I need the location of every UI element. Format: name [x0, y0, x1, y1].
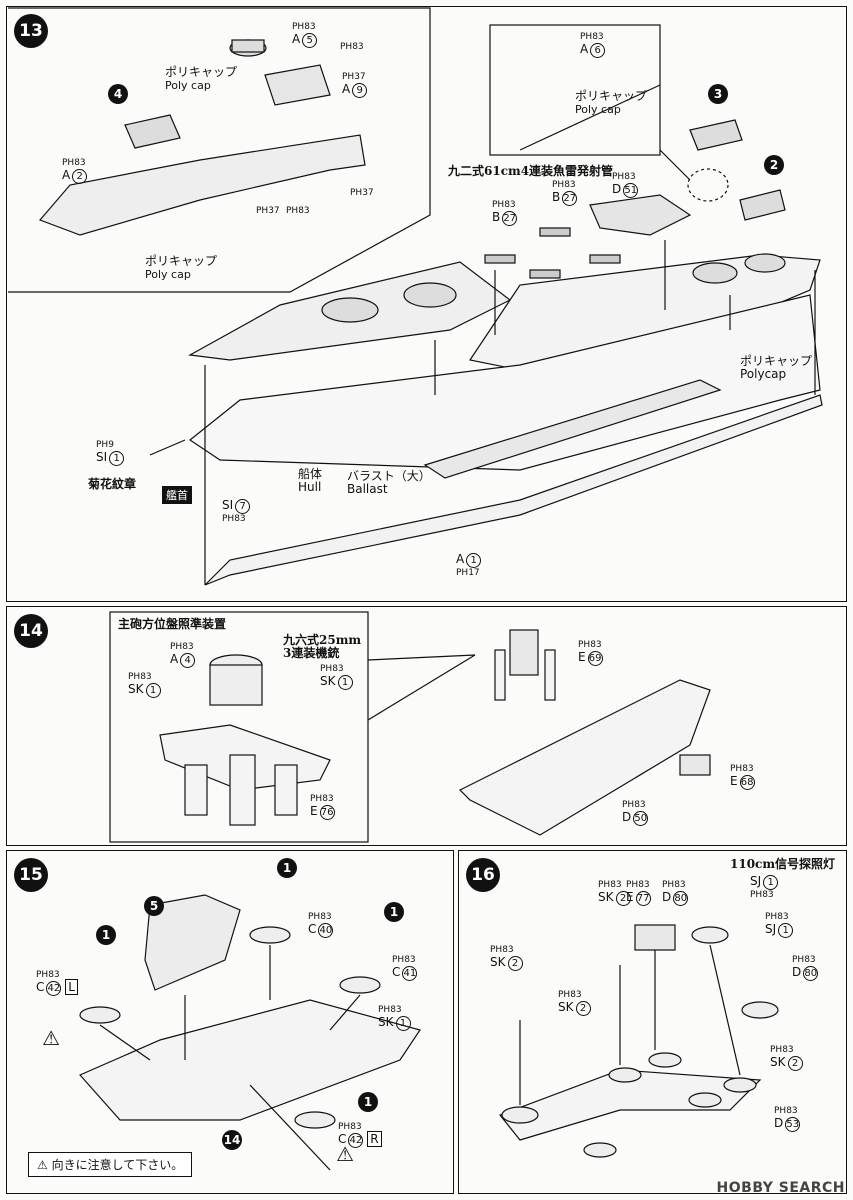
step-badge-15: 15	[14, 858, 48, 892]
step13-panel	[6, 6, 847, 602]
sub-step-4: 4	[108, 84, 128, 104]
forward-deck-inset	[38, 134, 366, 236]
poly-cap-jp: ポリキャップ	[145, 254, 218, 268]
page-ref-83a: PH83	[340, 42, 364, 52]
ballast-plate	[423, 379, 722, 479]
sub-step-1d: 1	[358, 1092, 378, 1112]
superstructure-deck	[458, 679, 711, 836]
step-badge-14: 14	[14, 614, 48, 648]
step13-inset-frame	[8, 7, 431, 293]
step-badge-13: 13	[14, 14, 48, 48]
hull	[188, 294, 821, 471]
poly-cap-en: Poly cap	[145, 268, 191, 281]
sub-step-3: 3	[708, 84, 728, 104]
torpedo-launcher-title: 九二式61cm4連装魚雷発射管	[448, 164, 614, 178]
sub-step-5: 5	[144, 896, 164, 916]
hull-label: 船体 Hull	[298, 468, 322, 494]
aa-gun-title: 九六式25mm 3連装機銃	[283, 634, 361, 660]
polycap-label: ポリキャップ Polycap	[740, 355, 812, 381]
page-ref-83b: PH83	[286, 206, 310, 216]
hull-jp: 船体	[298, 467, 323, 481]
sub-step-2: 2	[764, 155, 784, 175]
step15-panel	[6, 850, 454, 1194]
polycap-en: Polycap	[740, 367, 787, 381]
watermark: HOBBY SEARCH	[716, 1180, 845, 1196]
crest-label: 菊花紋章	[88, 477, 137, 491]
ballast-jp: バラスト（大）	[347, 469, 431, 483]
page-ref-37b: PH37	[350, 188, 374, 198]
warning-icon: ⚠	[37, 1158, 48, 1172]
poly-cap-label-1: ポリキャップ Poly cap	[165, 65, 238, 93]
poly-cap-en: Poly cap	[575, 103, 621, 116]
sub-step-1b: 1	[384, 902, 404, 922]
searchlight-title: 110cm信号探照灯	[730, 857, 836, 871]
page-ref-37a: PH37	[256, 206, 280, 216]
bottom-plate	[204, 394, 823, 586]
sub-step-1c: 1	[96, 925, 116, 945]
caution-text: 向きに注意して下さい。	[51, 1158, 184, 1172]
step16-panel	[458, 850, 847, 1194]
ballast-en: Ballast	[347, 482, 388, 496]
poly-cap-jp: ポリキャップ	[575, 89, 648, 103]
aa-gun-title-1: 九六式25mm	[283, 633, 362, 647]
aa-gun-title-2: 3連装機銃	[283, 646, 340, 660]
warning-icon: ⚠	[42, 1026, 60, 1050]
step-badge-16: 16	[466, 858, 500, 892]
warning-icon: ⚠	[336, 1142, 354, 1166]
hull-en: Hull	[298, 480, 322, 494]
poly-cap-jp: ポリキャップ	[165, 65, 238, 79]
caution-note: ⚠ 向きに注意して下さい。	[28, 1152, 193, 1177]
step13-detail-frame	[489, 24, 661, 156]
step14-detail-frame	[109, 611, 369, 843]
step14-panel	[6, 606, 847, 846]
poly-cap-label-3: ポリキャップ Poly cap	[575, 89, 648, 117]
ballast-label: バラスト（大） Ballast	[342, 470, 431, 496]
poly-cap-en: Poly cap	[165, 79, 211, 92]
director-title: 主砲方位盤照準装置	[118, 617, 227, 631]
bow-tag: 艦首	[162, 486, 192, 504]
sub-step-14: 14	[222, 1130, 242, 1150]
sub-step-1a: 1	[277, 858, 297, 878]
poly-cap-label-2: ポリキャップ Poly cap	[145, 254, 218, 282]
poly-cap-jp: ポリキャップ	[740, 354, 813, 368]
